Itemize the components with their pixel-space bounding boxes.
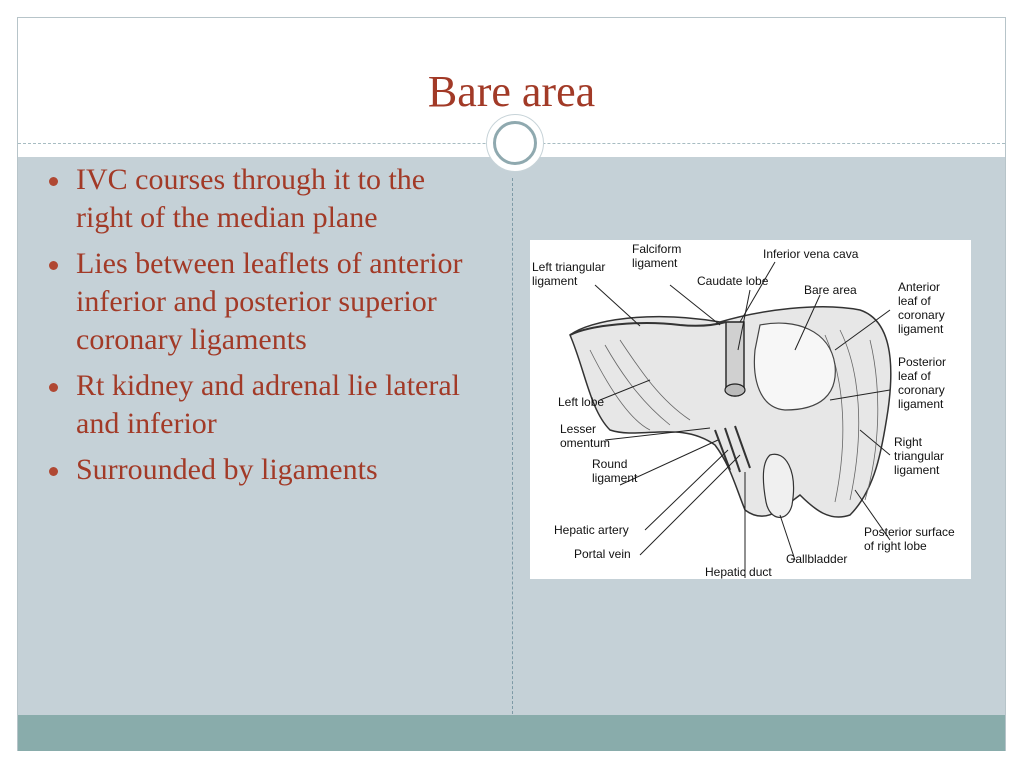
label-posterior-leaf: Posterior leaf of coronary ligament xyxy=(898,355,947,411)
bullet-text: IVC courses through it to the right of t… xyxy=(76,163,426,234)
label-left-triangular-ligament: Left triangular ligament xyxy=(532,260,606,288)
slide-title: Bare area xyxy=(427,67,596,116)
liver-diagram: Left triangular ligament Falciform ligam… xyxy=(530,240,971,579)
label-left-lobe: Left lobe xyxy=(558,395,605,409)
label-hepatic-artery: Hepatic artery xyxy=(554,523,629,537)
bullet-item: Rt kidney and adrenal lie lateral and in… xyxy=(49,367,489,443)
label-anterior-leaf: Anterior leaf of coronary ligament xyxy=(898,280,945,336)
label-gallbladder: Gallbladder xyxy=(786,552,848,566)
column-divider xyxy=(512,178,513,714)
bullet-dot-icon xyxy=(49,383,58,392)
bullet-item: Surrounded by ligaments xyxy=(49,451,489,489)
circle-ornament-icon xyxy=(486,114,544,172)
bullet-text: Rt kidney and adrenal lie lateral and in… xyxy=(76,369,461,440)
label-right-triangular-ligament: Right triangular ligament xyxy=(894,435,945,477)
circle-ornament-ring xyxy=(493,121,537,165)
footer-bar xyxy=(18,715,1005,751)
label-hepatic-duct: Hepatic duct xyxy=(705,565,772,579)
bullet-item: Lies between leaflets of anterior inferi… xyxy=(49,245,489,359)
label-posterior-surface: Posterior surface of right lobe xyxy=(864,525,955,553)
label-caudate-lobe: Caudate lobe xyxy=(697,274,769,288)
label-round-ligament: Round ligament xyxy=(592,457,638,485)
bullet-dot-icon xyxy=(49,177,58,186)
bullet-list: IVC courses through it to the right of t… xyxy=(49,161,489,497)
bullet-dot-icon xyxy=(49,261,58,270)
bullet-dot-icon xyxy=(49,467,58,476)
bullet-item: IVC courses through it to the right of t… xyxy=(49,161,489,237)
label-inferior-vena-cava: Inferior vena cava xyxy=(763,247,859,261)
bullet-text: Surrounded by ligaments xyxy=(76,453,378,486)
label-portal-vein: Portal vein xyxy=(574,547,631,561)
liver-illustration xyxy=(569,261,892,578)
label-falciform-ligament: Falciform ligament xyxy=(632,242,682,270)
label-lesser-omentum: Lesser omentum xyxy=(560,422,611,450)
bullet-text: Lies between leaflets of anterior inferi… xyxy=(76,247,463,356)
slide-frame: Bare area IVC courses through it to the … xyxy=(17,17,1006,751)
label-bare-area: Bare area xyxy=(804,283,857,297)
